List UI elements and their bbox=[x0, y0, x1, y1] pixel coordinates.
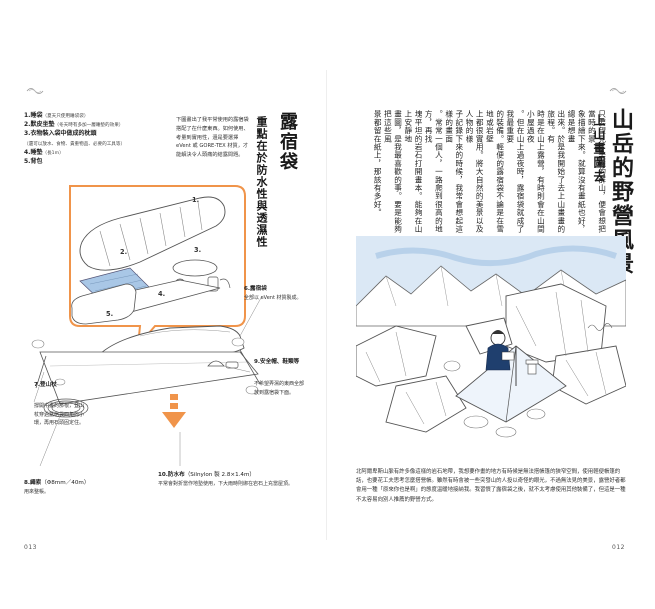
legend-item: 1.睡袋（夏天只使用睡袋袋） bbox=[24, 112, 89, 119]
rock-icon bbox=[31, 337, 259, 395]
sleeping-bag-icon bbox=[79, 196, 226, 271]
bivy-gear-diagram bbox=[31, 185, 263, 466]
page-number-left: 013 bbox=[24, 544, 37, 551]
body-column: 只要望見了美麗的群山，便會想把當時的景 bbox=[587, 110, 607, 233]
down-arrow-icon bbox=[162, 394, 186, 428]
body-column: 景都留在紙上，那該有多好。 bbox=[373, 110, 383, 217]
callout-trekking-pole: 7.登山杖 bbox=[34, 382, 57, 388]
diagram-number: 4. bbox=[158, 290, 166, 298]
callout-helmet-shoes: 9.安全帽、鞋類等 bbox=[254, 359, 300, 365]
section-title: 露宿袋 bbox=[277, 112, 298, 172]
body-column: 上都很實用。將大自然的美景以及人物的樣 bbox=[465, 110, 485, 233]
legend-item: 3.衣物裝入袋中做成的枕頭 bbox=[24, 130, 97, 138]
page-gutter bbox=[326, 70, 327, 540]
rock-icon bbox=[443, 360, 546, 438]
backpack-icon bbox=[71, 283, 137, 325]
illustration-caption: 北阿爾卑斯山脈有許多像這樣的岩石地帶，我想要作畫的地方有時候是無法搭帳篷的狹窄空… bbox=[356, 469, 626, 503]
boulder-icon bbox=[356, 283, 626, 433]
rope-coil-icon bbox=[43, 398, 89, 418]
callout-trekking-pole-note: 撐開中畫的那根，登山杖穿過露宿袋四角的小環，再用石頭固定住。 bbox=[34, 403, 85, 427]
legend-item: 4.睡墊（長1m） bbox=[24, 148, 64, 156]
legend-item: 5.背包 bbox=[24, 158, 43, 166]
body-column: 的裝備。輕便的露宿袋不論是在雪地或岩壁 bbox=[485, 110, 505, 233]
body-column: 出來。於是我開始了去上山畫畫的旅程。有 bbox=[546, 110, 566, 233]
body-column: 畫圖，是我最喜歡的事。要是能夠把這些風 bbox=[383, 110, 403, 233]
hiker-figure-icon bbox=[485, 330, 515, 371]
artist-signature-icon bbox=[587, 323, 613, 331]
diagram-number: 5. bbox=[106, 310, 114, 318]
tarp-icon bbox=[39, 351, 259, 405]
diagram-number: 1. bbox=[192, 196, 200, 204]
trekking-pole-icon bbox=[35, 349, 261, 389]
page-number-right: 012 bbox=[612, 544, 625, 551]
diagram-number: 3. bbox=[194, 246, 202, 254]
callout-bivy-bag: 6.露宿袋 bbox=[244, 286, 267, 292]
callout-rope: 8.繩索（Φ8mm／40m） bbox=[24, 480, 90, 486]
stove-icon bbox=[525, 359, 539, 375]
callout-bivy-bag-note: 全部以 eVent 材質製成。 bbox=[244, 295, 302, 301]
body-text: 只要望見了美麗的群山，便會想把當時的景 象描繪下來。就算沒有畫紙也好，總是想畫 … bbox=[372, 110, 607, 238]
callout-tarp-note: 平常會對折當作地墊使用，下大雨時則綁在岩石上充當屋頂。 bbox=[158, 481, 294, 487]
body-column: 。常常一個人，一路爬到很高的地方，再找 bbox=[424, 110, 444, 233]
ornament-icon bbox=[609, 86, 627, 96]
gear-legend: 1.睡袋（夏天只使用睡袋袋） 2.默皮坐墊（冬天時有多加一層睡墊的效果） 3.衣… bbox=[24, 112, 174, 166]
body-column: 象描繪下來。就算沒有畫紙也好，總是想畫 bbox=[567, 110, 587, 233]
body-column: 。但在山上過夜時，露宿袋就成了我最重要 bbox=[505, 110, 526, 233]
callout-tarp: 10.防水布（Silnylon 製 2.8×1.4m） bbox=[158, 472, 256, 478]
legend-item: （還可以放水、食物、貴重物品、必要的工具等） bbox=[24, 141, 126, 147]
intro-paragraph: 下圖畫出了我平常使用的露宿袋搭配了在什麼東西。如何使用、考量到實用性，還是要選擇… bbox=[176, 117, 249, 159]
pillow-sack-icon bbox=[172, 259, 218, 277]
section-subtitle: 重點在於防水性與透濕性 bbox=[255, 116, 268, 248]
chapter-subtitle: 上山畫圖去 bbox=[592, 114, 606, 184]
diagram-number: 2. bbox=[120, 248, 128, 256]
callout-rope-note: 用來整帳。 bbox=[24, 489, 50, 495]
ornament-icon bbox=[26, 86, 44, 96]
legend-item: 2.默皮坐墊（冬天時有多加一層睡墊的效果） bbox=[24, 121, 124, 129]
body-column: 子記錄下來的時候，我常會想起這樣的畫面 bbox=[444, 110, 464, 233]
callout-helmet-shoes-note: 不希望弄濕的東西全部放到露宿袋下面。 bbox=[254, 381, 305, 396]
helmet-icon bbox=[207, 360, 239, 369]
body-column: 塊平坦的岩石打開畫本。能夠在山上安靜地 bbox=[403, 110, 424, 233]
body-column: 時是在山上露營，有時則會在山間小屋過夜 bbox=[526, 110, 546, 233]
mountain-bivouac-illustration bbox=[356, 236, 626, 438]
